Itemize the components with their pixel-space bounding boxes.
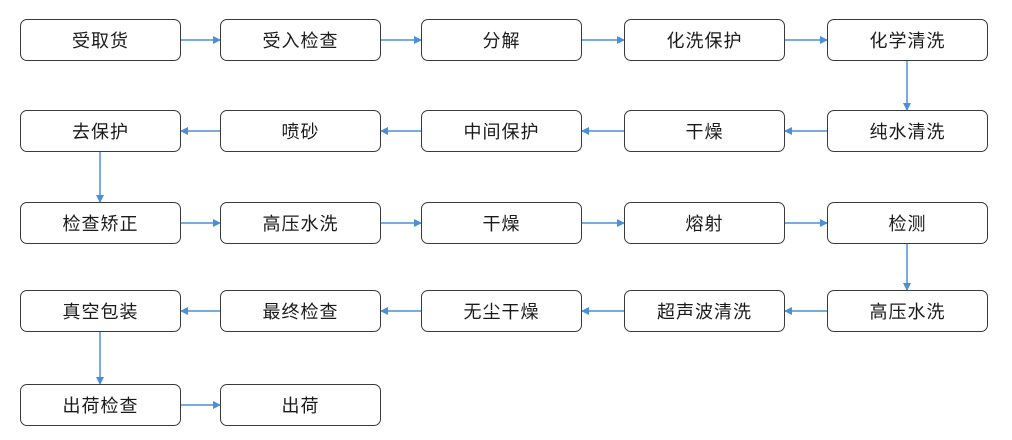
- step-label: 受入检查: [262, 31, 339, 52]
- step-label: 检查矫正: [62, 214, 139, 235]
- step-disassembly: 分解: [421, 19, 582, 61]
- step-high-pressure-wash-1: 高压水洗: [220, 202, 381, 244]
- step-chemical-cleaning: 化学清洗: [827, 19, 988, 61]
- step-label: 干燥: [685, 122, 724, 143]
- step-high-pressure-wash-2: 高压水洗: [827, 290, 988, 332]
- step-remove-protection: 去保护: [20, 110, 181, 152]
- step-label: 出荷: [281, 396, 320, 417]
- step-dust-free-drying: 无尘干燥: [421, 290, 582, 332]
- step-label: 去保护: [72, 122, 129, 143]
- step-label: 化洗保护: [666, 31, 743, 52]
- step-drying-1: 干燥: [624, 110, 785, 152]
- step-shipping: 出荷: [220, 384, 381, 426]
- step-inspection-correction: 检查矫正: [20, 202, 181, 244]
- step-ultrasonic-cleaning: 超声波清洗: [624, 290, 785, 332]
- step-label: 分解: [482, 31, 521, 52]
- step-chemical-wash-protection: 化洗保护: [624, 19, 785, 61]
- step-drying-2: 干燥: [421, 202, 582, 244]
- step-testing: 检测: [827, 202, 988, 244]
- step-label: 喷砂: [281, 122, 320, 143]
- step-label: 出荷检查: [62, 396, 139, 417]
- step-final-inspection: 最终检查: [220, 290, 381, 332]
- step-label: 中间保护: [463, 122, 540, 143]
- step-label: 高压水洗: [262, 214, 339, 235]
- step-label: 熔射: [685, 214, 724, 235]
- step-incoming-inspection: 受入检查: [220, 19, 381, 61]
- step-label: 受取货: [72, 31, 129, 52]
- step-receive-goods: 受取货: [20, 19, 181, 61]
- step-intermediate-protection: 中间保护: [421, 110, 582, 152]
- step-label: 超声波清洗: [657, 302, 752, 323]
- step-vacuum-packaging: 真空包装: [20, 290, 181, 332]
- step-pure-water-cleaning: 纯水清洗: [827, 110, 988, 152]
- step-label: 纯水清洗: [869, 122, 946, 143]
- step-label: 高压水洗: [869, 302, 946, 323]
- step-label: 最终检查: [262, 302, 339, 323]
- step-label: 干燥: [482, 214, 521, 235]
- step-sandblasting: 喷砂: [220, 110, 381, 152]
- step-label: 化学清洗: [869, 31, 946, 52]
- step-label: 检测: [888, 214, 927, 235]
- step-label: 无尘干燥: [463, 302, 540, 323]
- step-thermal-spray: 熔射: [624, 202, 785, 244]
- step-shipping-inspection: 出荷检查: [20, 384, 181, 426]
- step-label: 真空包装: [62, 302, 139, 323]
